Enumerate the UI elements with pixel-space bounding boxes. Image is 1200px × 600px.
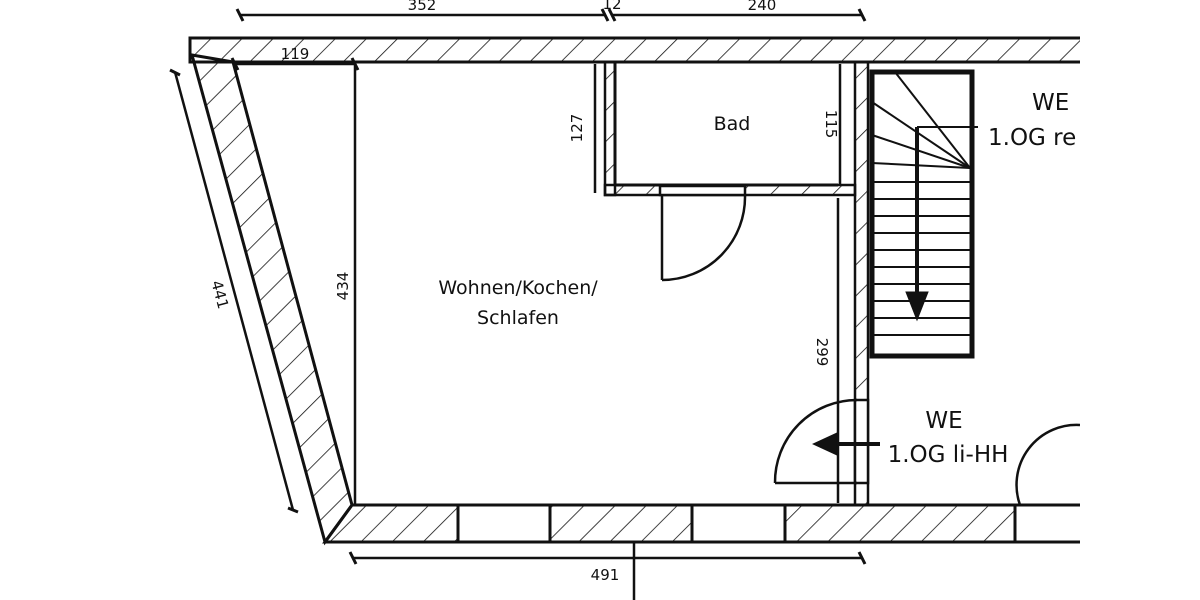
we-left-label-2: 1.OG li-HH [888,442,1009,468]
we-right-label-1: WE [1032,90,1069,116]
dimension-lines [173,13,862,600]
dim-491: 491 [591,566,620,584]
right-door-arc [1015,423,1080,506]
dimension-ticks [169,8,867,565]
dim-240: 240 [748,0,777,14]
dim-434: 434 [334,272,352,301]
bad-door [658,184,747,282]
dim-127: 127 [568,114,586,143]
room-label-living-2: Schlafen [477,307,559,329]
dim-115: 115 [822,110,840,139]
we-left-label-1: WE [925,408,962,434]
entry-arrow-icon [812,432,838,456]
dim-299: 299 [813,338,831,367]
dim-119: 119 [281,45,310,63]
stair-arrow-icon [905,291,929,322]
staircase [869,69,978,359]
room-label-living-1: Wohnen/Kochen/ [438,277,598,299]
room-label-bad: Bad [714,113,751,135]
top-wall [188,36,1080,64]
we-door [773,398,870,485]
dim-352: 352 [408,0,437,14]
bottom-wall [322,503,1080,544]
we-right-label-2: 1.OG re [988,125,1076,151]
partition-wall [853,60,870,507]
dim-441: 441 [207,279,232,311]
dim-12: 12 [602,0,621,13]
